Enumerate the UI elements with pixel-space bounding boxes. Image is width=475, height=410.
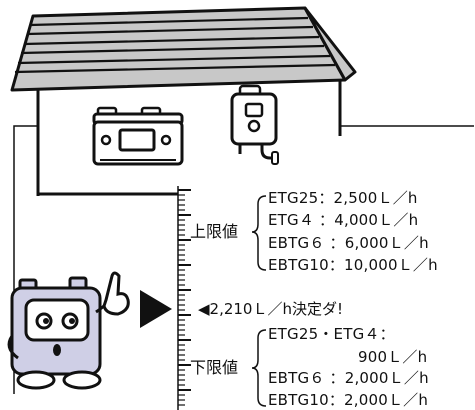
decision-text: ◀2,210Ｌ／h決定ダ! xyxy=(198,300,343,318)
lower-limit-item: EBTG６ ：2,000Ｌ／h xyxy=(268,369,429,387)
upper-limit-brace xyxy=(251,195,267,271)
gas-stove-icon xyxy=(92,106,184,166)
water-heater-icon xyxy=(230,84,279,165)
lower-limit-item: ETG25・ETG４： xyxy=(268,325,395,343)
upper-limit-item: ETG４ ：4,000Ｌ／h xyxy=(268,211,419,229)
lower-limit-item: EBTG10：2,000Ｌ／h xyxy=(268,391,429,409)
upper-limit-item: EBTG６ ：6,000Ｌ／h xyxy=(268,234,429,252)
gas-meter-mascot-icon xyxy=(7,271,130,390)
upper-limit-item: EBTG10：10,000Ｌ／h xyxy=(268,256,438,274)
upper-limit-label: 上限値 xyxy=(190,222,239,241)
lower-limit-label: 下限値 xyxy=(190,358,239,377)
upper-limit-item: ETG25：2,500Ｌ／h xyxy=(268,189,418,207)
lower-limit-brace xyxy=(251,329,267,407)
pointer-triangle-icon xyxy=(140,290,172,328)
lower-limit-item: 900Ｌ／h xyxy=(358,348,428,366)
flow-scale-ruler xyxy=(177,186,191,410)
